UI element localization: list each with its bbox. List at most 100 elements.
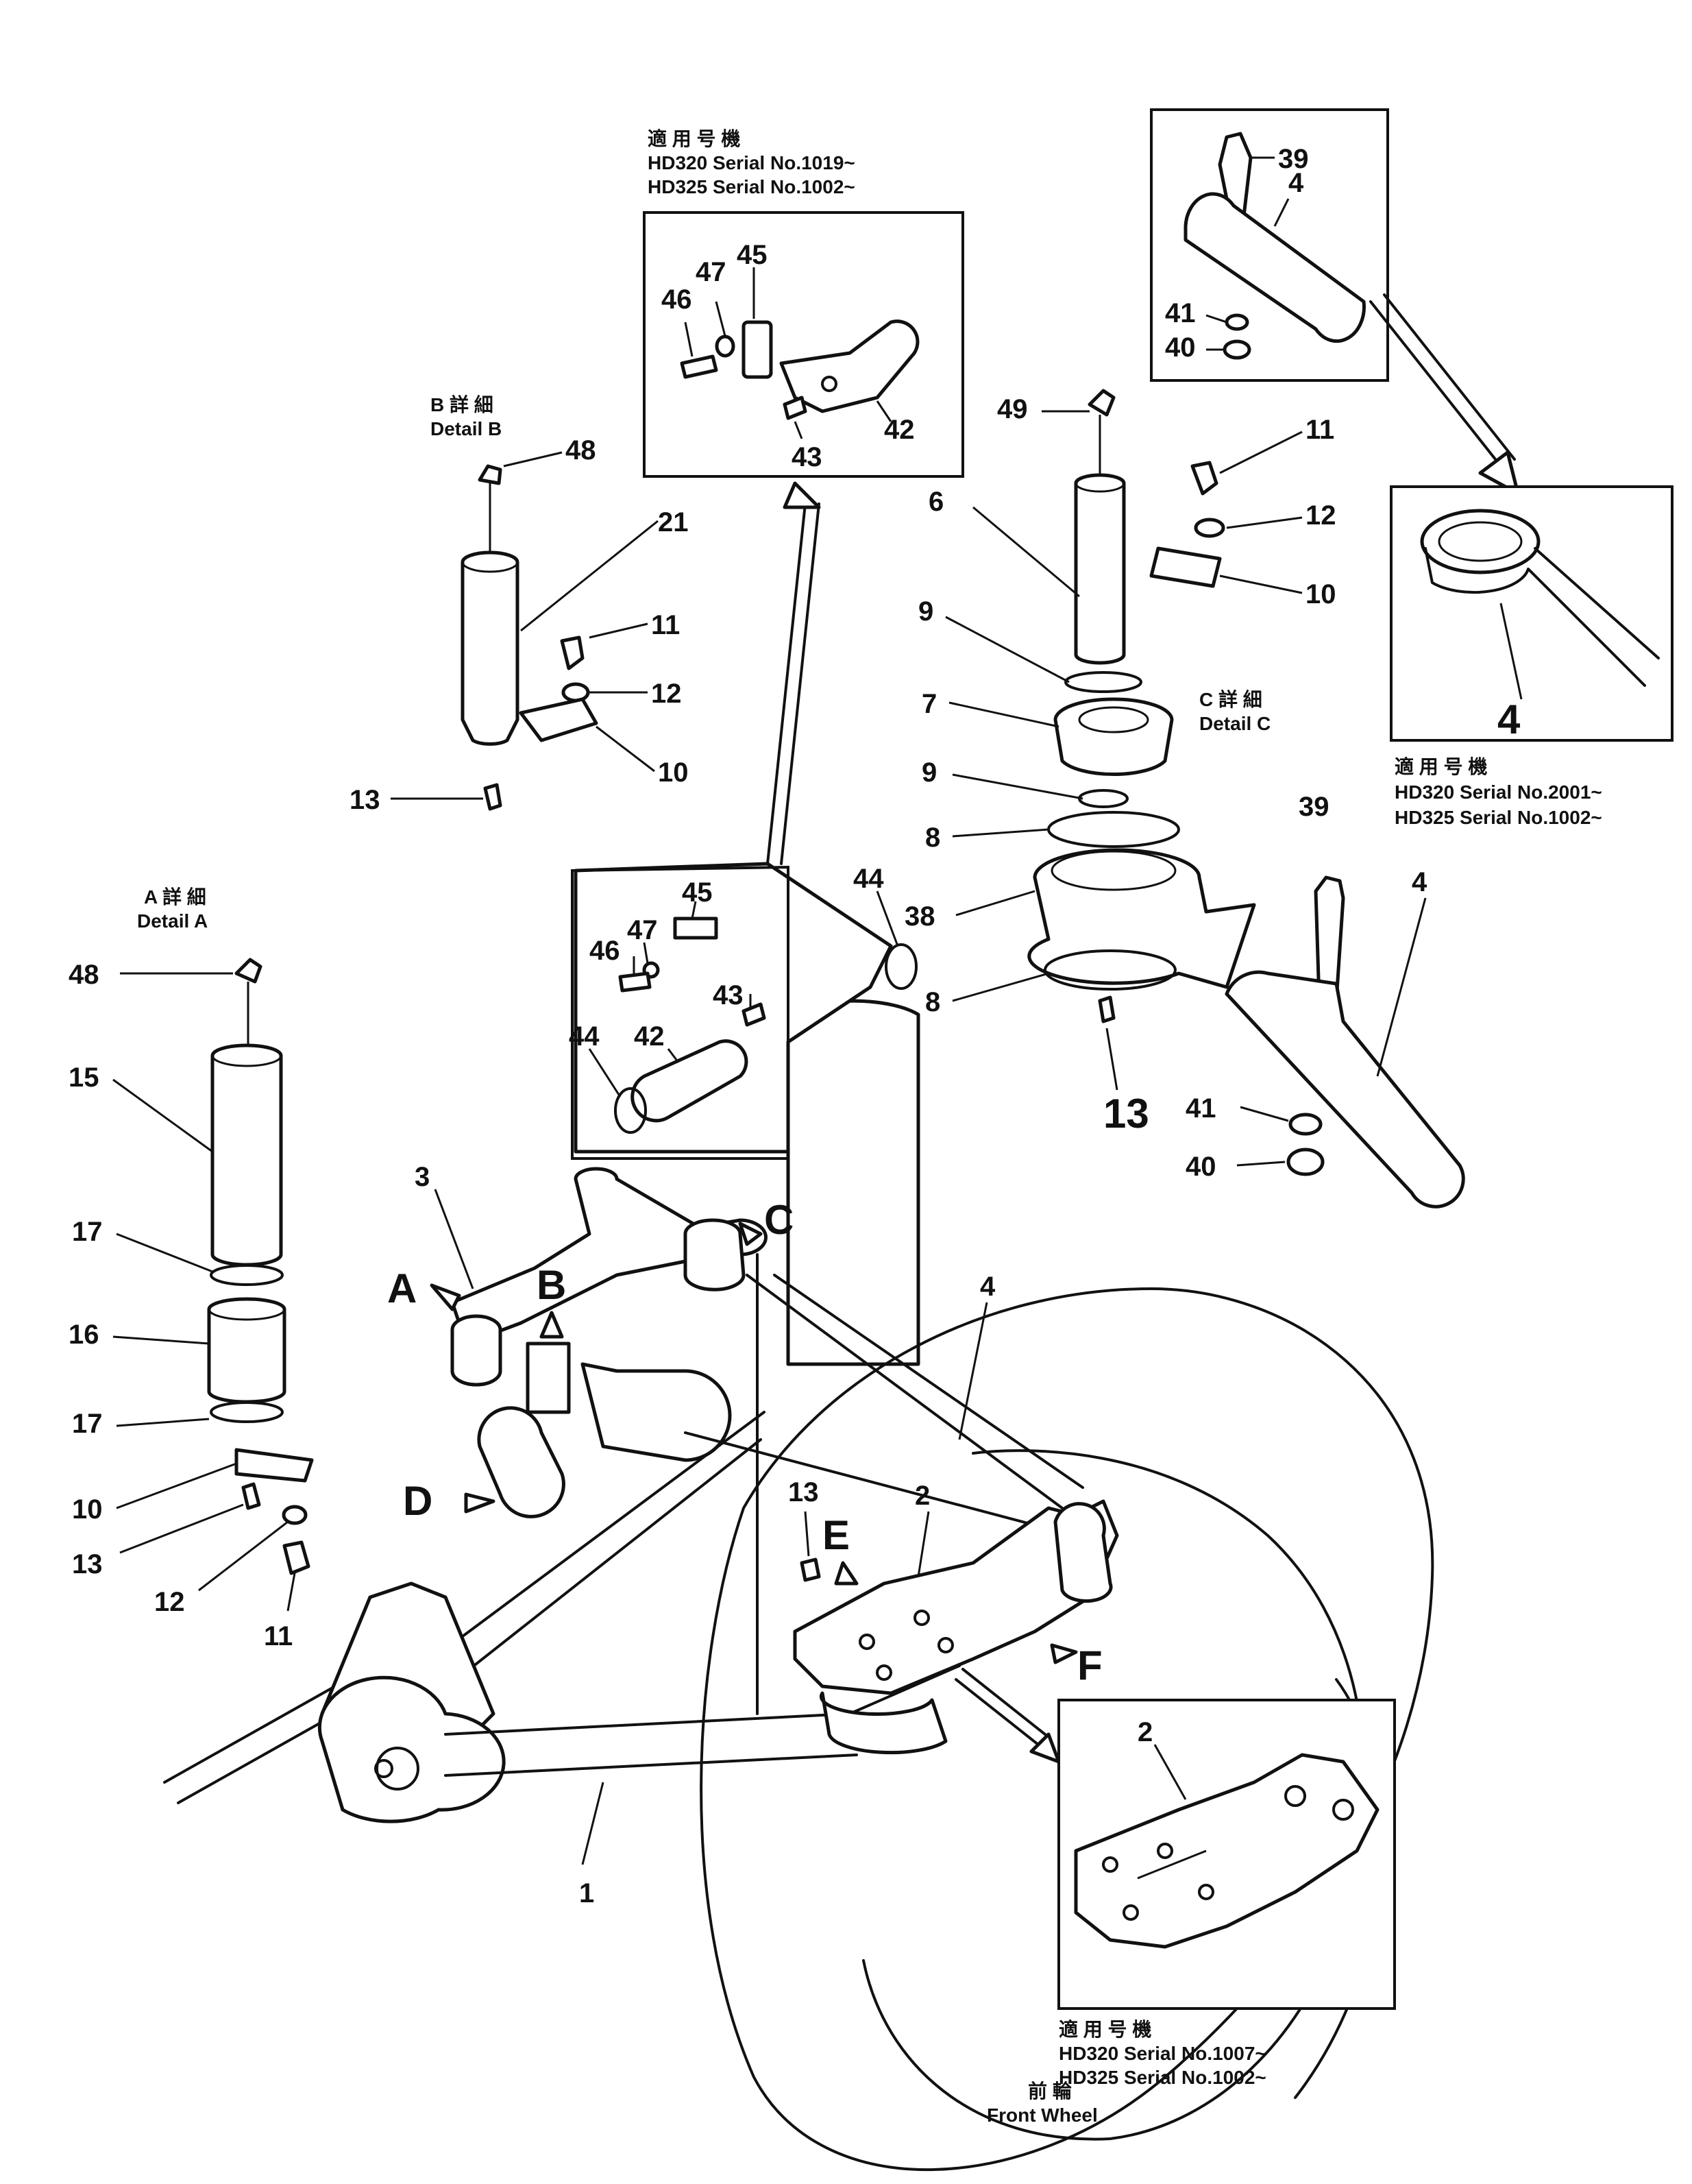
svg-text:4: 4 [980, 1272, 996, 1302]
nut-40-inset [1223, 339, 1251, 360]
kingpin-21 [461, 550, 519, 746]
washer-47-top [715, 335, 735, 358]
svg-text:適 用 号 機: 適 用 号 機 [1395, 755, 1487, 777]
view-letter-e: E [822, 1512, 850, 1558]
svg-text:12: 12 [651, 679, 682, 709]
svg-text:47: 47 [627, 915, 658, 945]
svg-text:43: 43 [713, 980, 744, 1010]
plate-10-b [519, 697, 598, 742]
plate-10-a [234, 1448, 314, 1483]
svg-text:3: 3 [415, 1162, 430, 1192]
detail-a-parts: 48 15 17 16 17 10 13 12 11 [69, 958, 314, 1651]
ring-8-top [1047, 811, 1180, 848]
svg-text:2: 2 [1138, 1717, 1153, 1747]
svg-text:4: 4 [1412, 867, 1427, 897]
svg-text:17: 17 [72, 1217, 103, 1247]
washer-41-inset [1225, 313, 1249, 331]
svg-text:Detail A: Detail A [137, 910, 208, 932]
ring-17-bottom [210, 1401, 284, 1423]
svg-text:HD320 Serial No.2001~: HD320 Serial No.2001~ [1395, 781, 1602, 803]
svg-text:前 輪: 前 輪 [1028, 2080, 1072, 2102]
inset-bolt-parts: 39 4 41 40 [1165, 132, 1366, 363]
grease-fitting-48 [478, 464, 502, 485]
center-assembly: 47 46 45 43 42 44 44 3 1 A [163, 862, 1103, 1908]
pin-6 [1074, 473, 1126, 665]
pin-hole [821, 376, 837, 392]
fitting-13-c [1098, 995, 1116, 1023]
nut-40 [1286, 1148, 1325, 1176]
svg-text:10: 10 [658, 757, 689, 788]
washer-12-a [282, 1505, 308, 1525]
callout-46: 46 [661, 284, 692, 315]
callout-4-rod: 4 [1497, 696, 1521, 742]
serial-caption-bottom: 適 用 号 機 HD320 Serial No.1007~ HD325 Seri… [1059, 2018, 1266, 2088]
svg-text:Front Wheel: Front Wheel [987, 2104, 1098, 2126]
housing-38 [1027, 848, 1256, 989]
serial-caption-right: 適 用 号 機 HD320 Serial No.2001~ HD325 Seri… [1395, 755, 1602, 828]
bolt-46-top [680, 354, 718, 379]
bushing-16 [207, 1297, 286, 1404]
svg-text:11: 11 [651, 610, 680, 640]
svg-text:B 詳 細: B 詳 細 [430, 393, 493, 415]
mounting-bracket-2: 13 2 4 [788, 1272, 1119, 1755]
svg-text:8: 8 [925, 987, 940, 1017]
svg-text:Detail B: Detail B [430, 418, 502, 439]
snap-ring-9-top [1064, 671, 1142, 693]
svg-text:40: 40 [1186, 1152, 1216, 1182]
svg-text:48: 48 [69, 960, 99, 990]
svg-text:C 詳 細: C 詳 細 [1199, 688, 1262, 710]
callout-43: 43 [792, 442, 822, 472]
svg-text:48: 48 [565, 435, 596, 465]
pin-42-center [630, 1039, 748, 1123]
svg-text:42: 42 [634, 1021, 665, 1052]
bolt-11-a [282, 1540, 310, 1575]
detail-c-parts: 49 6 9 7 9 8 38 8 13 11 12 10 [905, 389, 1336, 1137]
svg-text:Detail C: Detail C [1199, 713, 1271, 734]
view-letter-f: F [1077, 1642, 1103, 1688]
svg-text:2: 2 [915, 1481, 930, 1511]
svg-text:46: 46 [589, 936, 620, 966]
fitting-13-b [483, 783, 502, 811]
pin-42-top [779, 319, 920, 413]
front-wheel-caption: 前 輪 Front Wheel [987, 2080, 1098, 2126]
snap-ring-9-bottom [1078, 789, 1129, 808]
kingpin-15 [210, 1043, 283, 1267]
callout-41: 41 [1165, 298, 1196, 328]
ring-17-top [210, 1264, 284, 1286]
frame-beam [684, 1431, 1050, 1530]
svg-text:49: 49 [997, 394, 1028, 424]
washer-41 [1288, 1113, 1323, 1136]
svg-text:12: 12 [1305, 500, 1336, 531]
plate-45-center [673, 917, 718, 940]
callout-42: 42 [884, 415, 915, 445]
svg-text:8: 8 [925, 823, 940, 853]
inset-rod-end-parts: 4 [1420, 509, 1660, 742]
fitting-43-center [741, 1002, 766, 1027]
svg-text:12: 12 [154, 1587, 185, 1617]
svg-text:7: 7 [922, 689, 937, 719]
callout-45: 45 [737, 240, 768, 270]
ring-44-left [614, 1087, 647, 1134]
cylinder-d [477, 1406, 565, 1518]
strut-cylinder [786, 999, 920, 1366]
arm-pin-a [450, 1314, 502, 1387]
svg-text:44: 44 [569, 1021, 600, 1052]
svg-text:45: 45 [682, 877, 713, 908]
rod-end-ring [1420, 509, 1541, 574]
svg-text:13: 13 [788, 1477, 819, 1507]
svg-text:9: 9 [918, 596, 933, 627]
svg-text:38: 38 [905, 901, 935, 932]
svg-text:16: 16 [69, 1320, 99, 1350]
svg-text:39: 39 [1299, 792, 1329, 822]
callout-47: 47 [696, 257, 726, 287]
svg-text:13: 13 [1103, 1091, 1149, 1137]
tie-rod-4-assembly: 39 4 41 40 [1186, 792, 1465, 1209]
tube-4-inset [1184, 192, 1366, 343]
reference-arrowhead [783, 481, 821, 509]
svg-text:17: 17 [72, 1409, 103, 1439]
tie-rod-4 [1225, 970, 1465, 1209]
bolt-11-b [560, 635, 585, 670]
bearing-7 [1053, 697, 1174, 777]
serial-caption-top: 適 用 号 機 HD320 Serial No.1019~ HD325 Seri… [648, 128, 855, 197]
